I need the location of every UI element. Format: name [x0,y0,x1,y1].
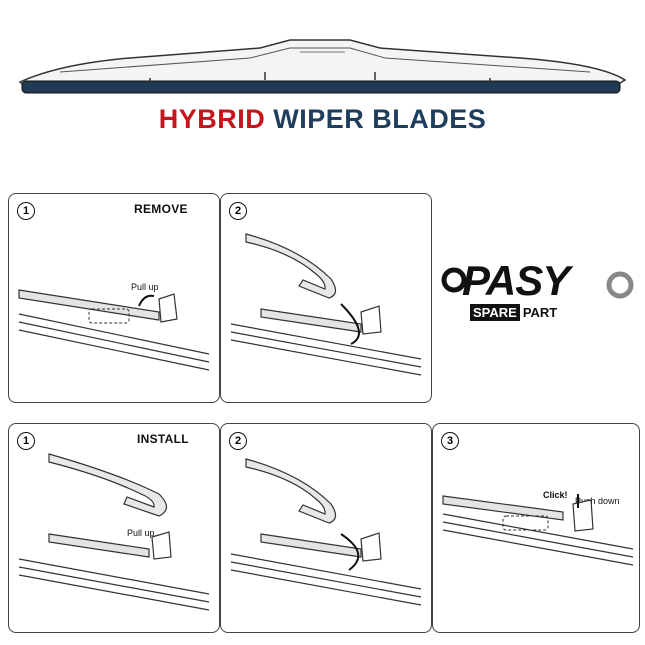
headline-wiper-blades: WIPER BLADES [273,104,487,134]
panel-install-step-3: 3 Click! Push down [432,423,640,633]
step-number: 1 [17,202,35,220]
callout-pull-up: Pull up [127,528,155,538]
panel-install-step-1: 1 INSTALL Pull up [8,423,220,633]
panel-title: REMOVE [134,202,188,216]
step-number: 2 [229,202,247,220]
callout-click: Click! [543,490,568,500]
remove-step-2-diagram [230,233,422,376]
install-step-1-diagram [18,453,210,611]
headline-hybrid: HYBRID [158,104,266,134]
callout-push-down: Push down [575,496,620,506]
callout-pull-up: Pull up [131,282,159,292]
remove-step-1-diagram [18,289,210,371]
panel-remove-step-2: 2 [220,193,432,403]
panel-remove-step-1: 1 REMOVE Pull up [8,193,220,403]
wiper-blade-illustration [0,0,645,100]
install-step-2-diagram [230,458,422,606]
logo-tag-part: PART [522,305,558,320]
install-step-3-diagram [442,494,634,566]
headline: HYBRID WIPER BLADES [0,104,645,135]
panel-title: INSTALL [137,432,189,446]
step-number: 2 [229,432,247,450]
panel-install-step-2: 2 [220,423,432,633]
gear-icon [441,267,467,293]
step-number: 1 [17,432,35,450]
logo-tag-spare: SPARE [470,304,520,321]
gear-icon [606,271,634,299]
step-number: 3 [441,432,459,450]
logo-word: PASY [462,257,570,304]
